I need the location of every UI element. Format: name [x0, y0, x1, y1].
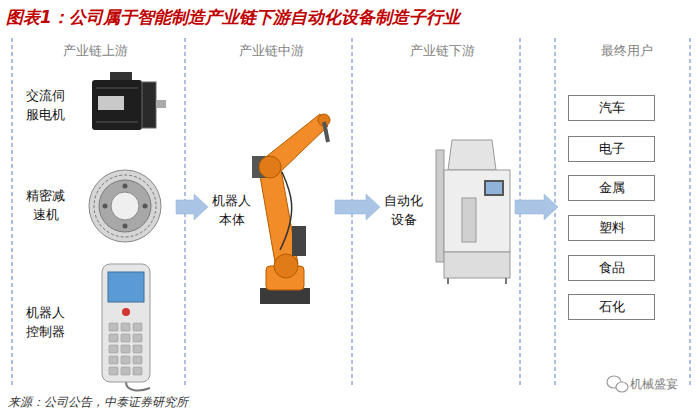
wechat-icon [616, 382, 628, 392]
packaging-machine-picture [462, 198, 476, 242]
industry-label: 塑料 [599, 219, 625, 237]
controller-picture [102, 264, 150, 390]
wechat-icon [607, 376, 628, 392]
servo-motor-picture [92, 72, 166, 130]
servo-motor-picture [96, 121, 138, 123]
reducer-picture [123, 184, 128, 189]
watermark-holder: 机械盛宴 [630, 376, 678, 393]
robot-picture [252, 114, 330, 304]
component-label: 机器人本体 [212, 191, 251, 230]
packaging-machine-picture [448, 140, 496, 170]
servo-motor-picture [96, 87, 138, 89]
reducer-picture [143, 204, 148, 209]
industry-label: 金属 [599, 179, 625, 197]
component-label: 机器人控制器 [26, 303, 65, 342]
packaging-machine-picture [444, 252, 510, 278]
stage-column: 产业链中游机器人本体 [190, 38, 353, 388]
component-group: 交流伺服电机 [22, 62, 168, 148]
robot-picture [292, 226, 306, 256]
industry-label: 汽车 [599, 99, 625, 117]
column-header: 最终用户 [558, 42, 696, 60]
title-holder: 图表1：公司属于智能制造产业链下游自动化设备制造子行业 [6, 6, 460, 29]
controller-picture [122, 308, 130, 316]
component-label: 自动化设备 [384, 191, 423, 230]
controller-picture [108, 322, 144, 376]
column-header: 产业链下游 [358, 42, 526, 60]
column-divider [12, 38, 690, 388]
component-label: 精密减速机 [26, 186, 65, 225]
packaging-machine-picture [444, 170, 510, 252]
controller-picture [108, 272, 144, 302]
flow-arrow [335, 194, 380, 220]
industry-box: 石化 [568, 294, 655, 320]
packaging-machine-picture [447, 278, 449, 284]
industry-label: 食品 [599, 259, 625, 277]
reducer-picture [89, 170, 161, 242]
controller-picture [102, 264, 150, 382]
reducer-picture [123, 224, 128, 229]
reducer-picture [111, 192, 139, 220]
caption-text: 来源：公司公告，中泰证券研究所 [8, 394, 188, 411]
watermark-text: 机械盛宴 [630, 376, 678, 393]
servo-motor-picture [92, 80, 142, 130]
reducer-picture [103, 204, 108, 209]
industry-label: 石化 [599, 298, 625, 316]
servo-motor-picture [142, 82, 156, 128]
component-group: 精密减速机 [22, 160, 168, 250]
industry-box: 食品 [568, 255, 655, 281]
component-group: 机器人本体 [208, 110, 335, 310]
packaging-machine-picture [436, 150, 444, 262]
component-label: 交流伺服电机 [26, 86, 65, 125]
component-group: 自动化设备 [380, 135, 515, 285]
stage-column: 产业链下游自动化设备 [358, 38, 526, 388]
packaging-machine-picture [486, 182, 502, 194]
component-group: 机器人控制器 [22, 258, 168, 386]
industry-label: 电子 [599, 140, 625, 158]
industry-box: 汽车 [568, 95, 655, 121]
robot-picture [280, 172, 292, 250]
column-divider [690, 38, 691, 388]
column-divider [555, 38, 556, 388]
flow-arrow [176, 194, 208, 220]
packaging-machine-picture [436, 140, 510, 284]
stage-column: 最终用户汽车电子金属塑料食品石化 [558, 38, 696, 388]
reducer-picture [94, 175, 156, 237]
robot-picture [324, 122, 328, 142]
servo-motor-picture [98, 96, 124, 110]
reducer-picture [89, 170, 161, 242]
controller-picture [126, 382, 150, 390]
servo-motor-picture [156, 100, 166, 108]
robot-picture [259, 156, 281, 178]
industry-box: 电子 [568, 136, 655, 162]
industry-box: 塑料 [568, 215, 655, 241]
column-header: 产业链中游 [190, 42, 353, 60]
caption-holder: 来源：公司公告，中泰证券研究所 [8, 394, 188, 411]
packaging-machine-picture [484, 180, 504, 196]
packaging-machine-picture [505, 278, 507, 284]
stage-column: 产业链上游交流伺服电机精密减速机机器人控制器 [15, 38, 176, 388]
title-text: 图表1：公司属于智能制造产业链下游自动化设备制造子行业 [6, 6, 460, 29]
column-divider [12, 38, 13, 388]
flow-arrow [515, 194, 558, 220]
reducer-picture [99, 180, 151, 232]
industry-box: 金属 [568, 175, 655, 201]
robot-picture [274, 254, 298, 278]
column-header: 产业链上游 [15, 42, 176, 60]
